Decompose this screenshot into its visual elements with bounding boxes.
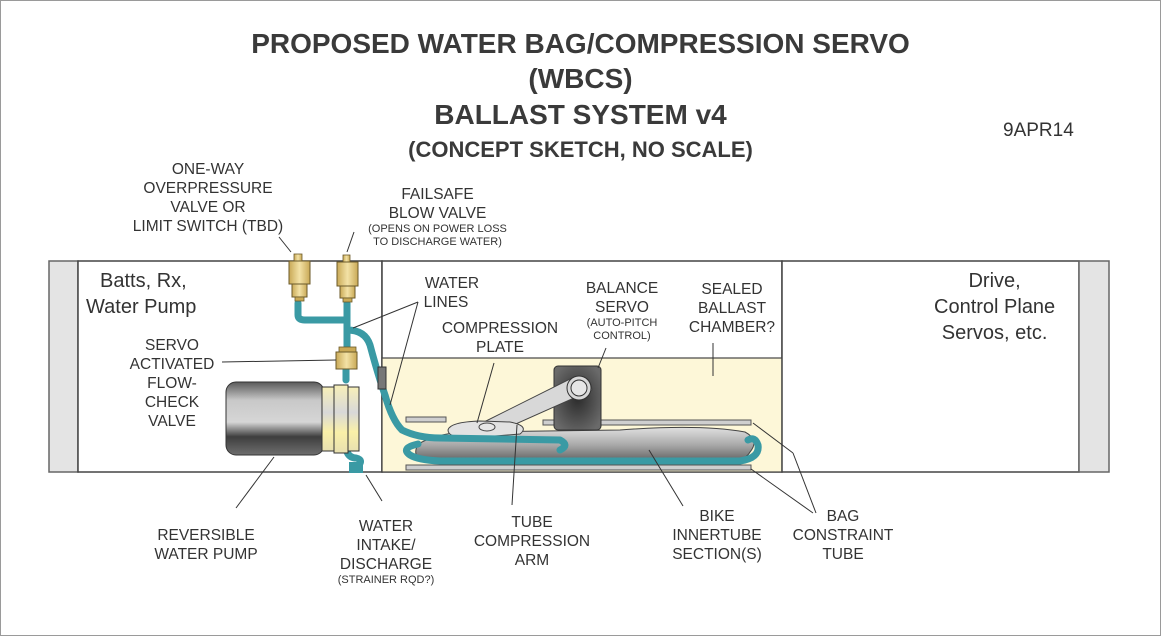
section-right-line-3: Servos, etc. [941,322,1048,344]
label-line: CONSTRAINT [792,527,894,544]
servo-horn-inner [570,379,588,397]
section-right-line-1: Drive, [968,270,1021,292]
label-note: (AUTO-PITCH [586,317,658,329]
label-line: WATER [358,518,414,535]
label-line: COMPRESSION [473,533,591,550]
label-line: BALLAST [697,300,767,317]
overpressure-valve [288,253,311,302]
label-line: BALANCE [585,280,659,297]
label-bike-innertube: BIKE INNERTUBE SECTION(S) [665,507,769,564]
label-line: SEALED [701,281,763,298]
title-line-3: BALLAST SYSTEM v4 [434,99,727,130]
water-line-bag-loop [403,435,762,465]
label-line: BIKE [699,508,735,525]
label-water-lines: WATER LINES [412,274,492,312]
label-reversible-pump: REVERSIBLE WATER PUMP [142,526,270,564]
pump-motor [225,381,325,456]
bag-constraint-lower [405,464,752,471]
label-line: COMPRESSION [441,320,559,337]
date-stamp: 9APR14 [1003,120,1074,141]
title-line-1: PROPOSED WATER BAG/COMPRESSION SERVO [251,28,910,59]
label-line: LINES [423,294,469,311]
label-line: WATER [424,275,480,292]
bag-constraint-upper [542,419,752,426]
label-bag-constraint-tube: BAG CONSTRAINT TUBE [788,507,898,564]
label-balance-servo: BALANCE SERVO (AUTO-PITCH CONTROL) [575,279,669,343]
section-left-line-2: Water Pump [86,296,197,318]
pump-collar-band [333,384,349,454]
label-line: LIMIT SWITCH (TBD) [132,218,284,235]
title-line-4: (CONCEPT SKETCH, NO SCALE) [408,137,753,162]
label-line: BAG [826,508,860,525]
label-line: REVERSIBLE [157,527,255,544]
water-line-overpressure [294,299,351,324]
label-line: TUBE [511,514,553,531]
label-line: INTAKE/ [356,537,416,554]
left-end-cap [48,260,79,473]
label-line: ARM [514,552,550,569]
failsafe-blow-valve [336,254,359,303]
label-note: TO DISCHARGE WATER) [373,236,502,248]
label-note: (STRAINER RQD?) [337,574,435,586]
label-line: ACTIVATED [129,356,215,373]
section-right-label: Drive, Control Plane Servos, etc. [934,268,1055,346]
section-right-line-2: Control Plane [934,296,1056,318]
label-line: OVERPRESSURE [143,180,273,197]
label-line: SERVO [595,299,649,316]
label-sealed-chamber: SEALED BALLAST CHAMBER? [682,280,782,337]
label-line: PLATE [476,339,524,356]
water-intake-port [349,462,363,473]
section-left-label: Batts, Rx, Water Pump [86,268,196,320]
label-line: CHAMBER? [688,319,776,336]
flow-check-valve [335,346,358,370]
label-note: (OPENS ON POWER LOSS [368,223,507,235]
label-tube-compression-arm: TUBE COMPRESSION ARM [468,513,596,570]
title-line-2: (WBCS) [528,63,633,94]
right-end-cap [1078,260,1110,473]
label-line: DISCHARGE [339,556,433,573]
label-failsafe-valve: FAILSAFE BLOW VALVE (OPENS ON POWER LOSS… [360,185,515,249]
label-line: WATER PUMP [154,546,258,563]
leader-lines [221,231,817,514]
label-water-intake: WATER INTAKE/ DISCHARGE (STRAINER RQD?) [324,517,448,587]
right-compartment [781,260,1080,473]
label-line: ONE-WAY [171,161,245,178]
label-flow-check-valve: SERVO ACTIVATED FLOW- CHECK VALVE [124,336,220,431]
label-note: CONTROL) [593,330,651,342]
label-overpressure-valve: ONE-WAY OVERPRESSURE VALVE OR LIMIT SWIT… [125,160,291,236]
label-line: CHECK [144,394,200,411]
label-line: FLOW- [147,375,197,392]
label-line: TUBE [822,546,864,563]
label-line: FAILSAFE [401,186,474,203]
reversible-water-pump [225,381,360,456]
bag-constraint-upper-left [405,416,447,423]
label-line: VALVE [148,413,196,430]
label-line: INNERTUBE [672,527,762,544]
label-line: SERVO [145,337,199,354]
compression-plate-pivot [478,422,496,432]
label-line: SECTION(S) [672,546,762,563]
bulkhead-fitting [377,366,387,390]
section-left-line-1: Batts, Rx, [100,270,187,292]
label-line: BLOW VALVE [388,205,487,222]
label-compression-plate: COMPRESSION PLATE [432,319,568,357]
water-line-to-chamber [343,326,569,454]
label-line: VALVE OR [170,199,246,216]
